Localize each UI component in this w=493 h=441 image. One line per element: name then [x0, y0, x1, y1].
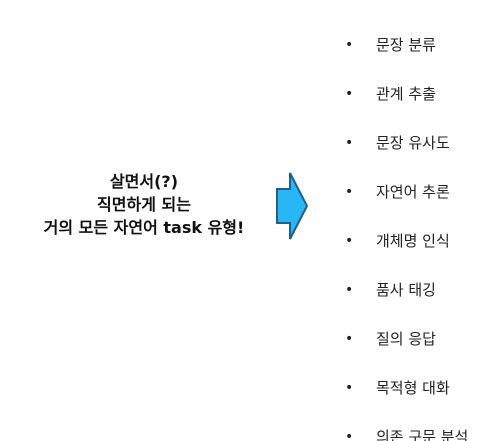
bullet-icon: •	[345, 330, 354, 347]
headline-line-3: 거의 모든 자연어 task 유형!	[43, 218, 245, 237]
list-item: • 관계 추출	[342, 69, 492, 118]
task-label: 의존 구문 분석	[376, 428, 469, 441]
task-label: 품사 태깅	[376, 281, 436, 299]
task-label: 질의 응답	[376, 330, 436, 348]
bullet-icon: •	[345, 85, 354, 102]
headline: 살면서(?) 직면하게 되는 거의 모든 자연어 task 유형!	[18, 170, 270, 239]
bullet-icon: •	[345, 379, 354, 396]
list-item: • 자연어 추론	[342, 167, 492, 216]
bullet-icon: •	[345, 36, 354, 53]
task-label: 문장 분류	[376, 36, 436, 54]
list-item: • 질의 응답	[342, 314, 492, 363]
task-label: 목적형 대화	[376, 379, 450, 397]
task-label: 관계 추출	[376, 85, 436, 103]
bullet-icon: •	[345, 183, 354, 200]
task-label: 자연어 추론	[376, 183, 450, 201]
list-item: • 품사 태깅	[342, 265, 492, 314]
list-item: • 의존 구문 분석	[342, 412, 492, 441]
list-item: • 문장 유사도	[342, 118, 492, 167]
task-list: • 문장 분류 • 관계 추출 • 문장 유사도 • 자연어 추론 • 개체명 …	[342, 20, 492, 441]
bullet-icon: •	[345, 428, 354, 441]
list-item: • 개체명 인식	[342, 216, 492, 265]
headline-line-1: 살면서(?)	[109, 172, 179, 191]
headline-line-2: 직면하게 되는	[97, 195, 191, 214]
list-item: • 문장 분류	[342, 20, 492, 69]
task-label: 개체명 인식	[376, 232, 450, 250]
bullet-icon: •	[345, 281, 354, 298]
task-label: 문장 유사도	[376, 134, 450, 152]
list-item: • 목적형 대화	[342, 363, 492, 412]
bullet-icon: •	[345, 134, 354, 151]
bullet-icon: •	[345, 232, 354, 249]
right-arrow-icon	[276, 172, 309, 240]
